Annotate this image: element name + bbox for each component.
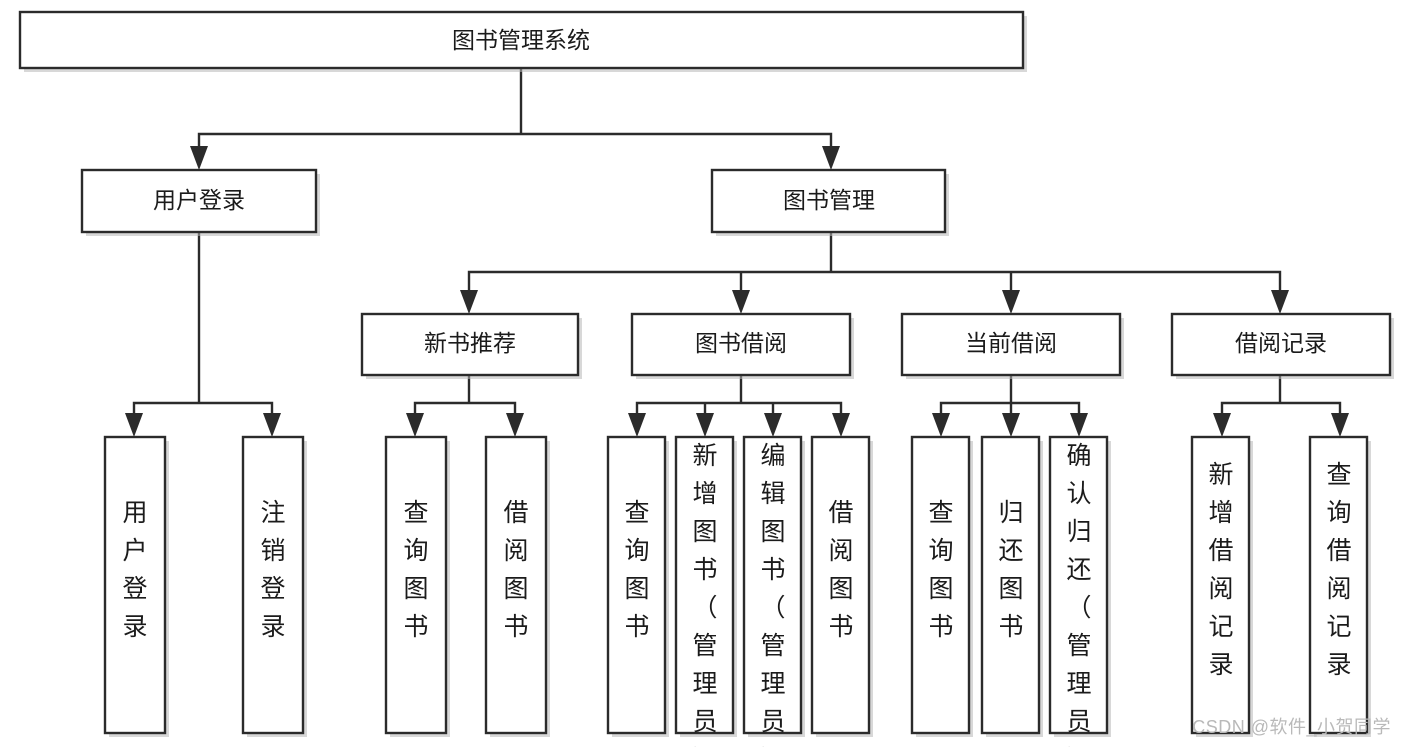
leaf-user-login-2[interactable]: 注销登录 [241,435,307,737]
arrow-user-login-leaf-1 [125,413,143,437]
leaf-label: 用户登录 [122,499,147,641]
book-borrow-box [630,312,852,377]
leaf-current-borrow-2[interactable]: 归还图书 [980,435,1043,737]
arrow-book-borrow-leaf-1 [628,413,646,437]
arrow-current-borrow-leaf-2 [1002,413,1020,437]
connector-new-book-recommend-trunk [413,373,517,425]
new-book-recommend-box [360,312,580,377]
user-login-box [80,168,318,234]
leaf-new-book-recommend-2[interactable]: 借阅图书 [484,435,550,737]
leaf-label: 新增借阅记录 [1208,461,1233,679]
connector-user-login-trunk [132,230,274,425]
leaf-box [384,435,448,735]
leaf-new-book-recommend-1[interactable]: 查询图书 [384,435,450,737]
arrow-new-book-leaf-1 [406,413,424,437]
borrow-record-box [1170,312,1392,377]
leaf-book-borrow-4[interactable]: 借阅图书 [810,435,873,737]
leaf-box [742,435,803,735]
leaf-box [810,435,871,735]
arrow-book-borrow-leaf-3 [764,413,782,437]
new-book-recommend-label: 新书推荐 [424,330,516,356]
borrow-record-label: 借阅记录 [1235,330,1327,356]
leaf-book-borrow-3[interactable]: 编辑图书（管理员） [742,435,805,747]
arrow-borrow-record-leaf-1 [1213,413,1231,437]
connector-book-manage-trunk [467,230,1282,302]
node-user-login[interactable]: 用户登录 [80,168,320,236]
arrow-book-borrow-leaf-2 [696,413,714,437]
connector-root-trunk [197,66,833,158]
leaf-box [484,435,548,735]
node-book-manage[interactable]: 图书管理 [710,168,949,236]
leaf-box [241,435,305,735]
leaf-label: 查询图书 [624,499,649,641]
leaf-label: 查询图书 [928,499,953,641]
arrow-to-book-borrow [732,290,750,314]
leaf-box [1308,435,1369,735]
leaf-label: 借阅图书 [828,499,853,641]
leaf-label: 查询图书 [403,499,428,641]
connectors-group [125,66,1349,437]
leaf-box [910,435,971,735]
leaf-user-login-1[interactable]: 用户登录 [103,435,169,737]
leaf-label: 新增图书（管理员） [692,442,717,747]
user-login-label: 用户登录 [153,187,245,213]
arrow-to-borrow-record [1271,290,1289,314]
leaf-label: 注销登录 [260,499,285,641]
leaf-borrow-record-1[interactable]: 新增借阅记录 [1190,435,1253,737]
leaf-box [980,435,1041,735]
book-borrow-label: 图书借阅 [695,330,787,356]
leaf-box [674,435,735,735]
node-new-book-recommend[interactable]: 新书推荐 [360,312,582,379]
arrow-book-borrow-leaf-4 [832,413,850,437]
node-root[interactable]: 图书管理系统 [18,10,1027,72]
connector-borrow-record-trunk [1220,373,1342,425]
leaf-label: 编辑图书（管理员） [760,442,785,747]
leaf-borrow-record-2[interactable]: 查询借阅记录 [1308,435,1371,737]
leaf-label: 借阅图书 [503,499,528,641]
arrow-user-login-leaf-2 [263,413,281,437]
leaf-label: 归还图书 [998,499,1023,641]
arrow-current-borrow-leaf-3 [1070,413,1088,437]
leaf-box [606,435,667,735]
arrow-to-new-book-recommend [460,290,478,314]
book-manage-box [710,168,947,234]
leaf-current-borrow-1[interactable]: 查询图书 [910,435,973,737]
arrow-borrow-record-leaf-2 [1331,413,1349,437]
leaf-box [103,435,167,735]
leaf-box [1190,435,1251,735]
root-label: 图书管理系统 [452,27,590,53]
leaf-current-borrow-3[interactable]: 确认归还（管理员） [1048,435,1111,747]
node-book-borrow[interactable]: 图书借阅 [630,312,854,379]
leaf-book-borrow-1[interactable]: 查询图书 [606,435,669,737]
arrow-root-to-user-login [190,146,208,170]
leaf-label: 查询借阅记录 [1326,461,1351,679]
leaf-box [1048,435,1109,735]
node-current-borrow[interactable]: 当前借阅 [900,312,1124,379]
arrow-to-current-borrow [1002,290,1020,314]
arrow-current-borrow-leaf-1 [932,413,950,437]
root-box [18,10,1025,70]
csdn-watermark: CSDN @软件_小贺同学 [1192,717,1391,737]
arrow-root-to-book-manage [822,146,840,170]
connector-book-borrow-trunk [635,373,843,425]
book-manage-label: 图书管理 [783,187,875,213]
leaf-label: 确认归还（管理员） [1066,442,1091,747]
leaf-book-borrow-2[interactable]: 新增图书（管理员） [674,435,737,747]
node-borrow-record[interactable]: 借阅记录 [1170,312,1394,379]
arrow-new-book-leaf-2 [506,413,524,437]
current-borrow-box [900,312,1122,377]
current-borrow-label: 当前借阅 [965,330,1057,356]
